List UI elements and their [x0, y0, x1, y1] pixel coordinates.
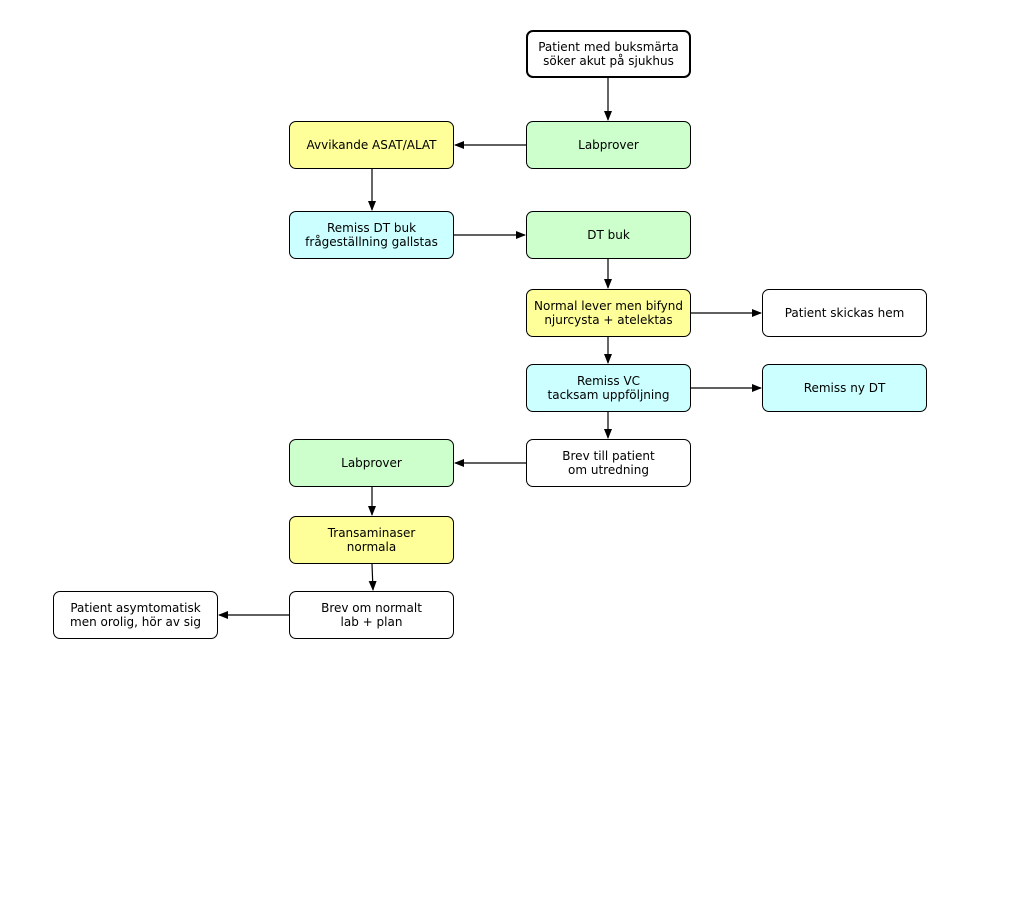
node-remiss-vc: Remiss VC tacksam uppföljning — [526, 364, 691, 412]
node-label-line1: Labprover — [578, 138, 639, 152]
node-label-line1: Remiss ny DT — [803, 381, 886, 395]
node-label-line2: njurcysta + atelektas — [544, 313, 673, 327]
node-normal-lever-bifynd: Normal lever men bifynd njurcysta + atel… — [526, 289, 691, 337]
node-label-line1: Remiss VC — [576, 374, 641, 388]
node-label-line2: men orolig, hör av sig — [70, 615, 201, 629]
node-labprover-2: Labprover — [289, 439, 454, 487]
node-patient-skickas-hem: Patient skickas hem — [762, 289, 927, 337]
node-patient-asymtomatisk: Patient asymtomatisk men orolig, hör av … — [53, 591, 218, 639]
node-remiss-ny-dt: Remiss ny DT — [762, 364, 927, 412]
node-label-line2: tacksam uppföljning — [547, 388, 670, 402]
node-label-line1: Patient asymtomatisk — [70, 601, 201, 615]
node-transaminaser-normala: Transaminaser normala — [289, 516, 454, 564]
node-label-line1: DT buk — [587, 228, 630, 242]
node-brev-till-patient: Brev till patient om utredning — [526, 439, 691, 487]
node-patient-med-buksmarta: Patient med buksmärta söker akut på sjuk… — [526, 30, 691, 78]
node-avvikande-asat-alat: Avvikande ASAT/ALAT — [289, 121, 454, 169]
node-label-line1: Avvikande ASAT/ALAT — [306, 138, 437, 152]
node-label-line2: om utredning — [568, 463, 649, 477]
node-remiss-dt-buk: Remiss DT buk frågeställning gallstas — [289, 211, 454, 259]
node-label-line1: Remiss DT buk — [326, 221, 417, 235]
node-label-line1: Patient med buksmärta — [538, 40, 679, 54]
node-brev-om-normalt-lab: Brev om normalt lab + plan — [289, 591, 454, 639]
node-label-line2: lab + plan — [340, 615, 403, 629]
node-label-line1: Transaminaser — [327, 526, 416, 540]
node-label-line1: Patient skickas hem — [784, 306, 905, 320]
node-label-line1: Brev om normalt — [321, 601, 422, 615]
node-label-line2: normala — [346, 540, 397, 554]
node-label-line1: Normal lever men bifynd — [534, 299, 683, 313]
arrow-transaminaser-to-brev-om-normalt — [368, 563, 377, 591]
node-dt-buk: DT buk — [526, 211, 691, 259]
node-label-line1: Brev till patient — [562, 449, 655, 463]
node-labprover-1: Labprover — [526, 121, 691, 169]
node-label-line1: Labprover — [341, 456, 402, 470]
node-label-line2: söker akut på sjukhus — [543, 54, 674, 68]
node-label-line2: frågeställning gallstas — [305, 235, 438, 249]
